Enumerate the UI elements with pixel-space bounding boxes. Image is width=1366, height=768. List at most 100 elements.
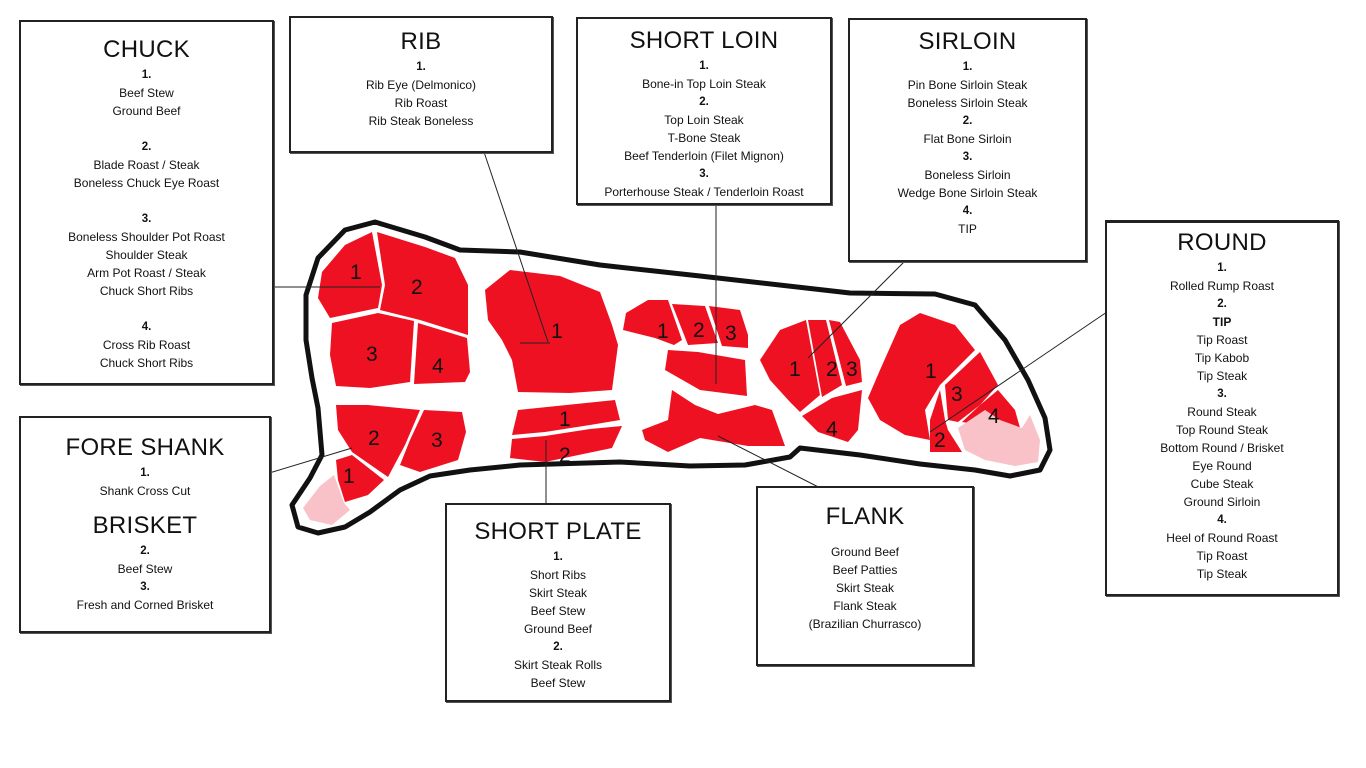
sirloin-leader-line — [807, 261, 905, 359]
chuck-cut-1 — [318, 232, 382, 318]
spacer — [21, 192, 272, 210]
cut-name: (Brazilian Churrasco) — [808, 617, 922, 631]
cut-name: Beef Tenderloin (Filet Mignon) — [624, 149, 784, 163]
cut-name: TIP — [958, 222, 977, 236]
cut-number: 4. — [141, 321, 152, 333]
fore-shank-cut-1 — [336, 455, 384, 502]
cut-name: Ground Beef — [830, 545, 900, 559]
cut-number: 1. — [1217, 262, 1227, 274]
round-cut-1 — [868, 313, 975, 440]
fore-shank-seg-1: 1 — [343, 465, 355, 488]
cut-name: Tip Roast — [1196, 549, 1248, 563]
chuck-title: CHUCK — [103, 36, 190, 63]
beef-carcass-outline — [289, 219, 1053, 536]
short-plate-cut-2 — [510, 426, 622, 462]
short-loin-seg-1: 1 — [657, 320, 669, 343]
cut-number: 3. — [962, 151, 973, 163]
short-loin-box: SHORT LOIN 1. Bone-in Top Loin Steak 2. Top… — [576, 17, 832, 205]
cut-name: Boneless Sirloin — [924, 168, 1011, 182]
fore-shank-cut-list: 1.Shank Cross Cut — [21, 464, 269, 500]
sirloin-cut-3 — [829, 320, 862, 386]
cut-number: 2. — [1217, 298, 1227, 310]
cut-number: 2. — [699, 96, 709, 108]
cut-name: Shoulder Steak — [105, 248, 188, 262]
sirloin-seg-2: 2 — [826, 358, 838, 381]
cut-name: Eye Round — [1192, 459, 1252, 473]
round-leader-line — [929, 294, 1133, 433]
cut-name: Flat Bone Sirloin — [923, 132, 1012, 146]
flank-title: FLANK — [825, 503, 905, 530]
chuck-cut-2 — [377, 232, 468, 335]
cut-name: Beef Stew — [530, 604, 586, 618]
short-loin-cut-3 — [709, 306, 748, 348]
cut-name: Ground Beef — [523, 622, 593, 636]
sirloin-title: SIRLOIN — [918, 28, 1017, 55]
cut-number: 3. — [1217, 388, 1227, 400]
cut-name: Blade Roast / Steak — [93, 158, 200, 172]
round-seg-3: 3 — [951, 383, 963, 406]
sirloin-seg-4: 4 — [826, 418, 838, 441]
cut-name: Bone-in Top Loin Steak — [642, 77, 766, 91]
spacer — [21, 120, 272, 138]
short-plate-cut-1 — [512, 400, 620, 435]
cut-name: Rib Steak Boneless — [368, 114, 474, 128]
sirloin-cut-1 — [760, 320, 820, 412]
cut-number: 3. — [141, 213, 152, 225]
round-cut-3 — [945, 352, 998, 422]
cut-name: Tip Steak — [1196, 369, 1248, 383]
round-seg-2: 2 — [934, 429, 946, 452]
cut-name: Cube Steak — [1190, 477, 1254, 491]
cut-name: Flank Steak — [833, 599, 897, 613]
cut-name: Arm Pot Roast / Steak — [87, 266, 206, 280]
cut-name: Skirt Steak — [528, 586, 588, 600]
cut-name: Rib Eye (Delmonico) — [365, 78, 477, 92]
cut-name: Ground Sirloin — [1183, 495, 1261, 509]
cut-number: 4. — [962, 205, 973, 217]
cut-number: 3. — [140, 581, 150, 593]
cut-name: Porterhouse Steak / Tenderloin Roast — [604, 185, 804, 199]
flank-cut — [642, 390, 785, 452]
round-cut-2 — [930, 390, 962, 452]
cut-name: Ground Beef — [112, 104, 181, 118]
cut-number: 2. — [962, 115, 973, 127]
cut-number: 2. — [140, 545, 150, 557]
cut-name: Cross Rib Roast — [102, 338, 191, 352]
short-loin-title: SHORT LOIN — [629, 27, 779, 54]
short-loin-cut-list: 1. Bone-in Top Loin Steak 2. Top Loin Steak… — [578, 57, 830, 201]
cut-number: 1. — [140, 467, 150, 479]
cut-number: 3. — [699, 168, 709, 180]
cut-name: Beef Patties — [832, 563, 898, 577]
cut-name: Skirt Steak — [835, 581, 895, 595]
sirloin-seg-3: 3 — [846, 358, 858, 381]
cut-name: Rib Roast — [394, 96, 448, 110]
cut-name: Top Loin Steak — [664, 113, 744, 127]
cut-name: Heel of Round Roast — [1166, 531, 1278, 545]
cut-number: 1. — [699, 60, 709, 72]
brisket-cut-3 — [400, 410, 466, 472]
short-loin-seg-3: 3 — [725, 322, 737, 345]
fore-shank-title: FORE SHANK — [65, 434, 225, 461]
round-seg-1: 1 — [925, 360, 937, 383]
short-loin-cut-1 — [623, 300, 682, 345]
rib-leader-line — [483, 151, 549, 343]
brisket-seg-2: 2 — [368, 427, 380, 450]
fore-shank-light — [303, 475, 350, 525]
cut-name: Boneless Chuck Eye Roast — [73, 176, 220, 190]
cut-name: Chuck Short Ribs — [99, 284, 194, 298]
round-title: ROUND — [1177, 229, 1267, 256]
short-plate-title: SHORT PLATE — [474, 518, 642, 545]
chuck-cut-3 — [330, 313, 414, 388]
fore-shank-brisket-box: FORE SHANK 1.Shank Cross Cut BRISKET 2.B… — [19, 416, 271, 633]
short-loin-cut-2 — [672, 304, 718, 345]
